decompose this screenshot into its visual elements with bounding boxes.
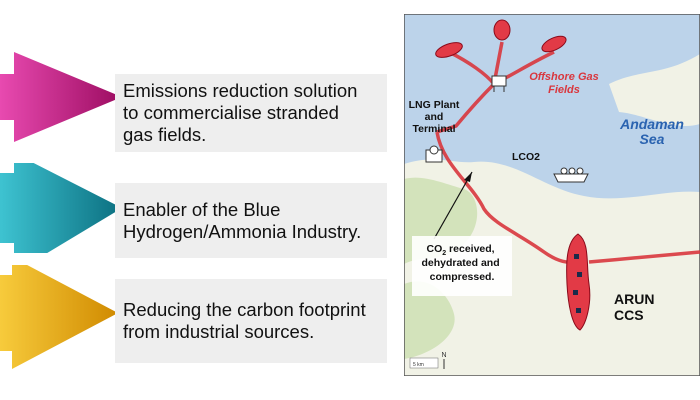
benefit-row-1: Emissions reduction solution to commerci… bbox=[0, 52, 390, 152]
green-area-2 bbox=[404, 281, 455, 359]
lco2-label: LCO2 bbox=[512, 151, 540, 163]
benefit-text-1: Emissions reduction solution to commerci… bbox=[123, 80, 358, 145]
north-label: N bbox=[441, 352, 446, 359]
north-arrow-icon: N bbox=[441, 352, 447, 369]
co2-received-label: CO2 received, dehydrated and compressed. bbox=[421, 243, 502, 283]
gas-field-icons bbox=[435, 19, 567, 58]
arrow-icon-1 bbox=[0, 52, 122, 142]
benefit-text-2: Enabler of the Blue Hydrogen/Ammonia Ind… bbox=[123, 198, 362, 242]
lco2-ship-icon bbox=[553, 167, 589, 183]
island-landmass bbox=[609, 54, 700, 127]
platform-icon bbox=[491, 75, 507, 92]
land-area bbox=[404, 159, 700, 376]
arun-field-icon bbox=[566, 233, 591, 331]
co2-callout bbox=[412, 171, 512, 296]
benefit-band-2: Enabler of the Blue Hydrogen/Ammonia Ind… bbox=[115, 183, 387, 258]
lng-plant-icon bbox=[425, 145, 443, 163]
benefit-row-2: Enabler of the Blue Hydrogen/Ammonia Ind… bbox=[0, 163, 390, 258]
benefit-row-3: Reducing the carbon footprint from indus… bbox=[0, 265, 390, 369]
benefit-text-3: Reducing the carbon footprint from indus… bbox=[123, 299, 366, 342]
benefit-band-3: Reducing the carbon footprint from indus… bbox=[115, 279, 387, 363]
scale-bar: 5 km bbox=[409, 357, 439, 369]
arrow-icon-3 bbox=[0, 265, 118, 369]
scale-label: 5 km bbox=[413, 362, 424, 368]
arrow-icon-2 bbox=[0, 163, 122, 253]
benefit-band-1: Emissions reduction solution to commerci… bbox=[115, 74, 387, 152]
